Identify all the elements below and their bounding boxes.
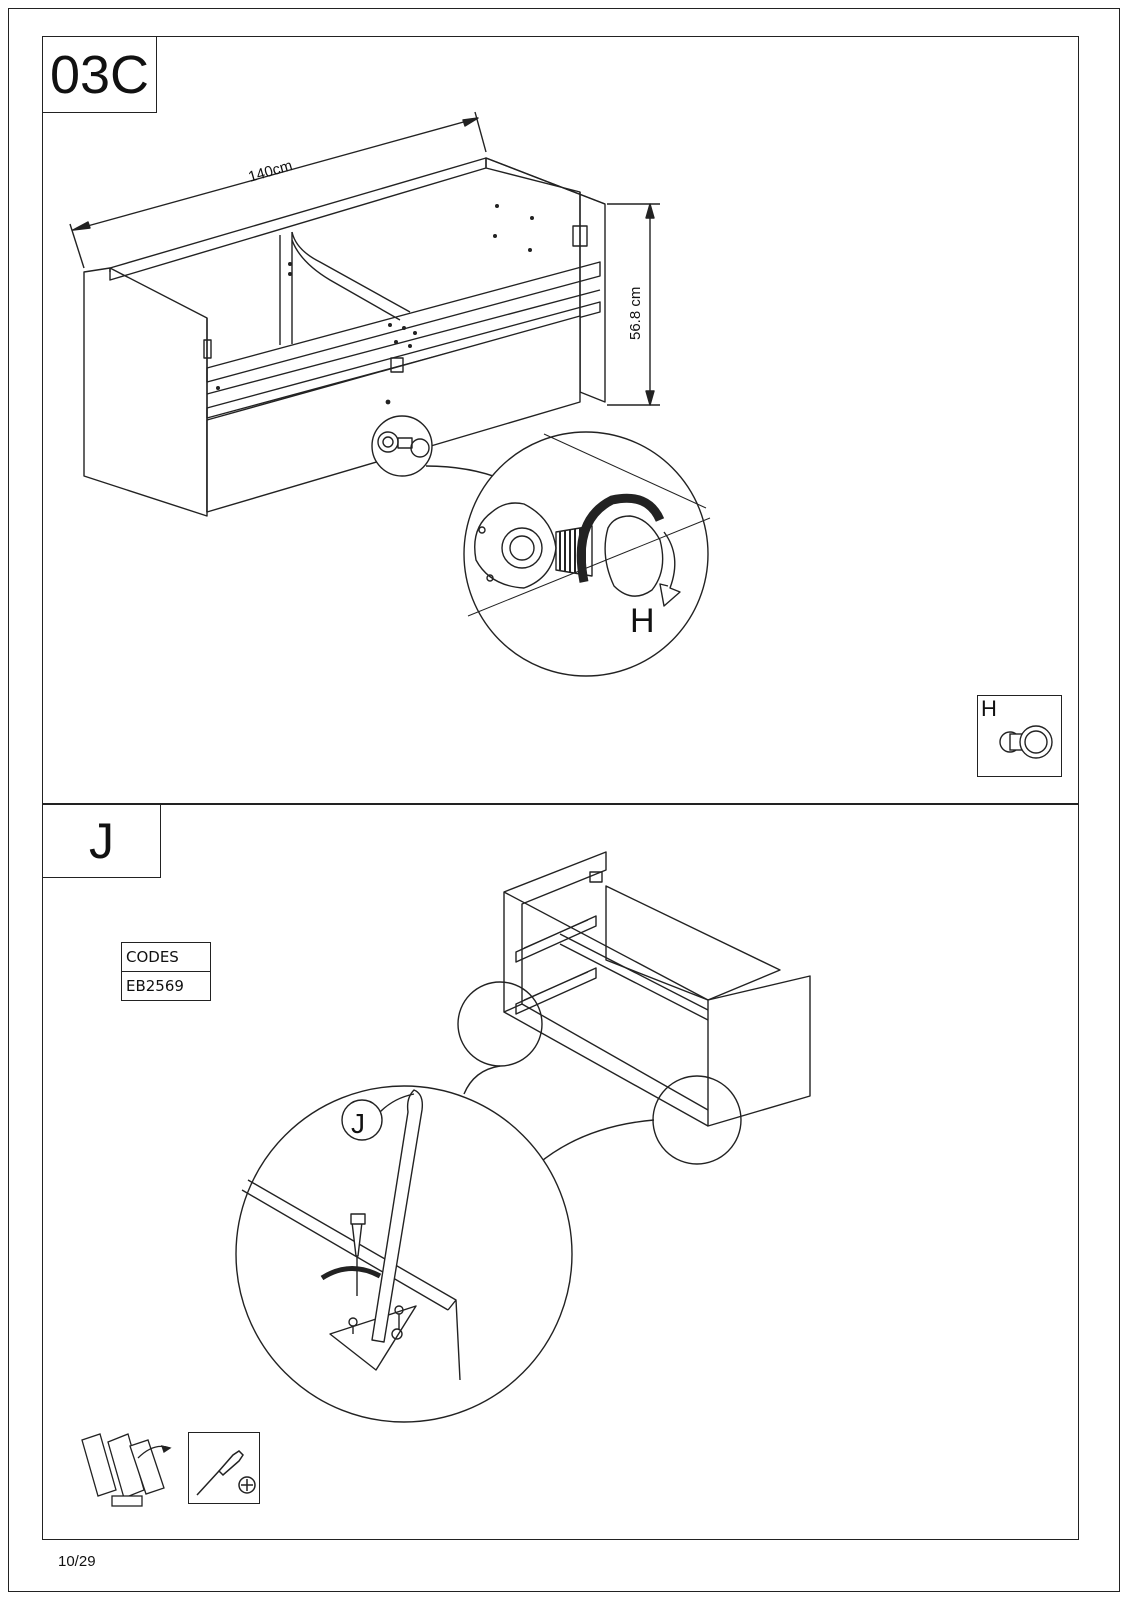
page-number: 10/29 [58, 1553, 96, 1570]
part-callout-label: H [630, 602, 655, 640]
width-dimension-label: 140cm [246, 157, 294, 186]
height-dimension-label: 56.8 cm [627, 287, 644, 340]
dimension-labels: 140cm 56.8 cm H [0, 0, 1131, 800]
knob-h-icon [978, 696, 1063, 778]
phillips-screwdriver-icon [188, 1432, 260, 1504]
part-legend-box: H [977, 695, 1062, 777]
detail-letter-j: J [351, 1108, 365, 1139]
toolbox-icon [78, 1430, 178, 1510]
